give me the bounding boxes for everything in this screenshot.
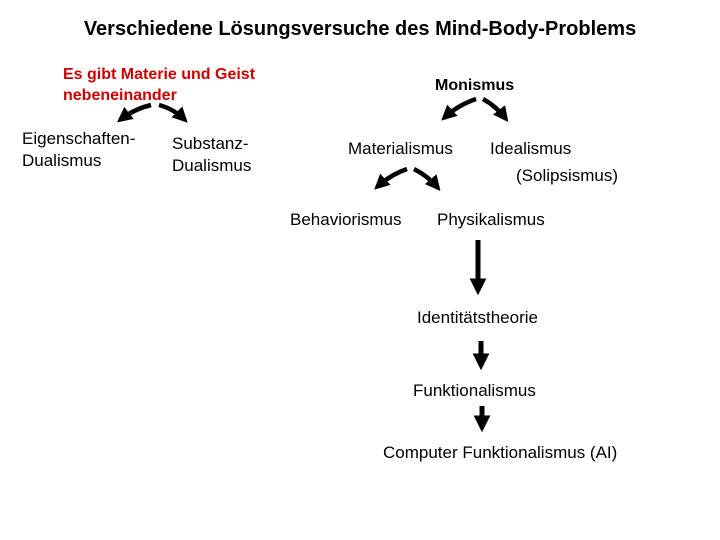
- node-identitaetstheorie: Identitätstheorie: [417, 308, 538, 327]
- node-solipsismus: (Solipsismus): [516, 166, 619, 185]
- node-physikalismus: Physikalismus: [437, 210, 545, 229]
- node-computer-funktionalismus: Computer Funktionalismus (AI): [383, 443, 618, 462]
- node-substanz-line2: Dualismus: [172, 156, 252, 175]
- arrow-materialismus-to-behaviorismus-icon: [374, 166, 408, 190]
- arrow-materialismus-to-physikalismus-icon: [412, 166, 441, 191]
- node-funktionalismus: Funktionalismus: [413, 381, 536, 400]
- arrow-monismus-to-idealismus-icon: [481, 97, 509, 123]
- arrow-premise-to-substanz-icon: [158, 102, 188, 123]
- arrow-monismus-to-materialismus-icon: [441, 96, 477, 121]
- node-substanz-dualismus: Substanz- Dualismus: [172, 133, 251, 177]
- node-substanz-line1: Substanz-: [172, 134, 249, 153]
- slide-title: Verschiedene Lösungsversuche des Mind-Bo…: [83, 18, 637, 40]
- node-eigenschaften-line2: Dualismus: [22, 151, 102, 170]
- node-materialismus: Materialismus: [348, 139, 453, 158]
- node-behaviorismus: Behaviorismus: [290, 210, 402, 229]
- node-premise-line2: nebeneinander: [63, 87, 177, 104]
- node-premise-line1: Es gibt Materie und Geist: [63, 66, 256, 83]
- node-idealismus: Idealismus: [490, 139, 572, 158]
- arrow-premise-to-eigenschaften-icon: [116, 102, 152, 123]
- node-eigenschaften-line1: Eigenschaften-: [22, 129, 136, 148]
- node-premise-dualism: Es gibt Materie und Geist nebeneinander: [63, 64, 255, 106]
- node-monismus: Monismus: [435, 77, 515, 94]
- node-eigenschaften-dualismus: Eigenschaften- Dualismus: [22, 128, 135, 172]
